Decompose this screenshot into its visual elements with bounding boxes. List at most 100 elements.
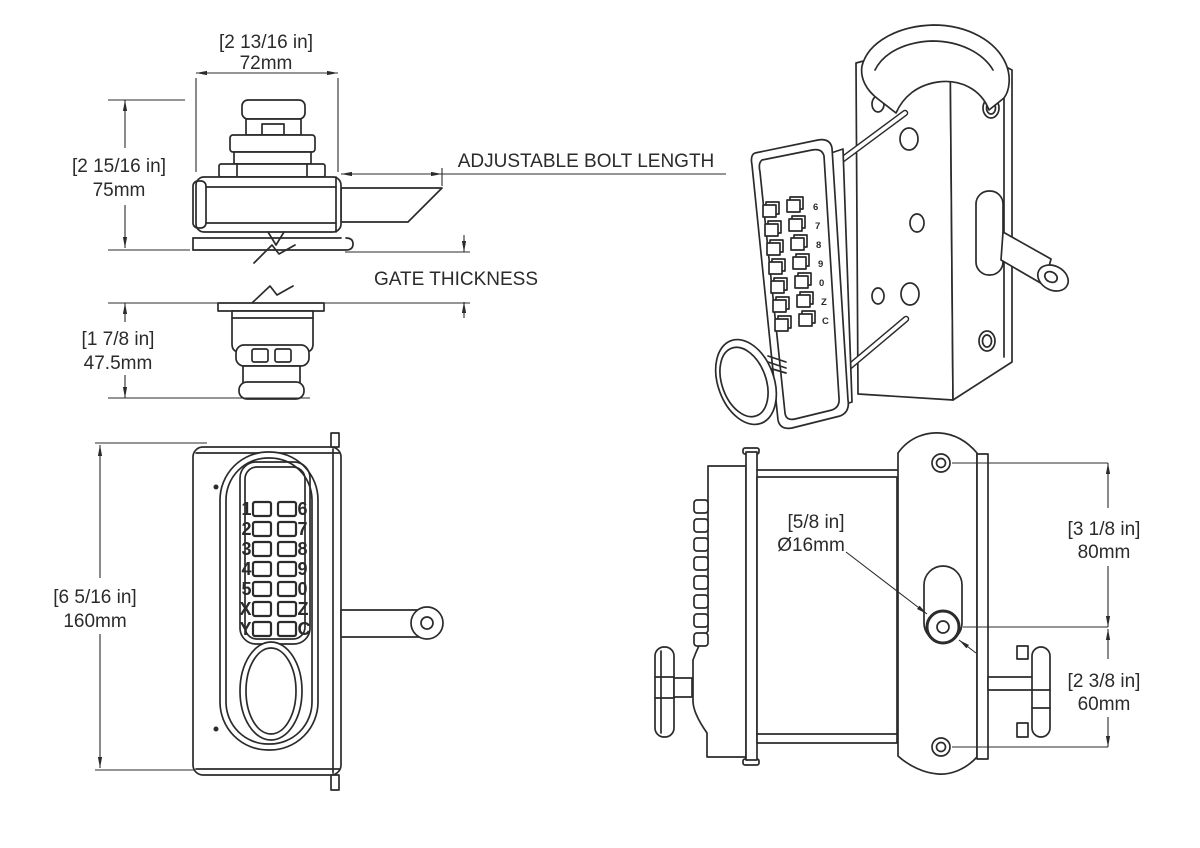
key-x	[251, 600, 273, 618]
tier-2	[233, 151, 312, 165]
screw-hole-top	[931, 453, 951, 473]
bolt-hole-center	[936, 620, 950, 634]
bolt-hole	[925, 609, 961, 645]
button-tab	[693, 575, 709, 590]
label-mark	[768, 367, 787, 374]
latch-tab-upper	[1016, 645, 1029, 660]
break-mark-upper	[253, 244, 296, 264]
adjustable-bolt-length-label: ADJUSTABLE BOLT LENGTH	[458, 151, 715, 172]
digit-3d: 7	[815, 221, 820, 232]
key-label: Y	[239, 619, 251, 639]
latch-tab-lower	[1016, 722, 1029, 738]
screw-dot	[213, 484, 219, 490]
tier-1	[229, 134, 316, 153]
back-neck	[242, 365, 301, 384]
front-view: [6 5/16 in] 160mm 1 6 2	[53, 432, 444, 791]
knob-stem	[673, 677, 693, 698]
dim-height-inches: [2 15/16 in]	[72, 156, 166, 177]
key-6	[276, 500, 298, 518]
key-9	[276, 560, 298, 578]
digit-3d: 9	[818, 259, 823, 270]
button-tabs	[693, 499, 709, 647]
back-unit-profile	[217, 285, 325, 400]
button-tab	[693, 632, 709, 647]
bolt-eye-hole	[420, 616, 434, 630]
bolt-eye-hole-3d	[1043, 270, 1059, 284]
through-rod-lower	[847, 317, 908, 369]
body-left-cap	[192, 180, 207, 229]
dim-hole-inches: [5/8 in]	[787, 512, 844, 533]
dim-width-mm: 72mm	[240, 53, 293, 74]
plate-hole	[900, 282, 920, 306]
keypad-panel-inner	[244, 466, 306, 640]
key-label: 0	[298, 579, 308, 599]
knob-cap	[241, 99, 306, 120]
key-7	[276, 520, 298, 538]
knob-neck	[245, 118, 302, 136]
bracket-bottom	[192, 237, 354, 251]
key-label: 9	[298, 559, 308, 579]
plate-tab-top	[330, 432, 340, 448]
dim-lower-mm: 60mm	[1078, 694, 1131, 715]
key-8	[276, 540, 298, 558]
button-row	[764, 215, 806, 237]
gate-thickness-label: GATE THICKNESS	[374, 269, 538, 290]
key-z	[276, 600, 298, 618]
digit-3d: 8	[816, 240, 821, 251]
bolt-eye	[410, 606, 444, 640]
dim-backunit-inches: [1 7/8 in]	[82, 329, 155, 350]
screw-boss	[978, 330, 996, 352]
key-label: 4	[241, 559, 251, 579]
button-tab	[693, 613, 709, 628]
lock-profile	[192, 99, 443, 264]
button-row	[762, 196, 804, 218]
knob-ring	[239, 641, 303, 741]
near-strip	[745, 451, 758, 761]
digit-3d: Z	[821, 297, 827, 308]
back-button-left	[251, 348, 269, 363]
key-label: Z	[298, 599, 309, 619]
keypad-housing-inner	[225, 457, 313, 745]
knob-face-3d	[719, 346, 769, 418]
leader-line	[958, 639, 977, 654]
button-row	[768, 253, 810, 275]
knob-profile	[654, 646, 675, 738]
isometric-assembly-view: 6 7 8 9 0 Z C	[714, 24, 1070, 430]
back-flange	[217, 302, 325, 312]
right-side-view: [5/8 in] Ø16mm [3 1/8 in] 80mm [2 3/8 in…	[654, 432, 1140, 775]
back-lip	[235, 344, 310, 367]
side-elevation-view: [2 13/16 in] 72mm [2 15/16 in] 75mm	[72, 32, 726, 400]
label-mark	[767, 355, 787, 363]
dim-frontheight-mm: 160mm	[63, 611, 126, 632]
plate-hole	[871, 287, 885, 305]
button-row	[772, 291, 814, 313]
latch-bolt	[340, 187, 443, 223]
tier-3	[218, 163, 326, 178]
button-row	[766, 234, 808, 256]
key-4	[251, 560, 273, 578]
break-mark-lower	[251, 285, 294, 304]
key-0	[276, 580, 298, 598]
plate-hole	[909, 213, 925, 233]
screw-boss-thread	[981, 334, 993, 348]
saddle-inner-line	[874, 40, 994, 71]
button-row	[774, 310, 816, 332]
keypad-buttons-3d	[762, 196, 816, 332]
key-label: X	[239, 599, 251, 619]
button-tab	[693, 594, 709, 609]
screw-hole-top-inner	[935, 457, 947, 469]
key-c	[276, 620, 298, 638]
keypad: 1 6 2 7 3 8 4 9 5 0 X Z Y C	[239, 499, 310, 639]
far-strip	[976, 453, 989, 760]
button-tab	[693, 556, 709, 571]
label-mark	[767, 361, 787, 369]
bolt-guide-3d	[975, 190, 1004, 276]
key-label: 8	[298, 539, 308, 559]
key-3	[251, 540, 273, 558]
button-tab	[693, 518, 709, 533]
latch-stem	[987, 676, 1034, 691]
latch-bar	[1031, 646, 1051, 738]
dim-height-mm: 75mm	[93, 180, 146, 201]
